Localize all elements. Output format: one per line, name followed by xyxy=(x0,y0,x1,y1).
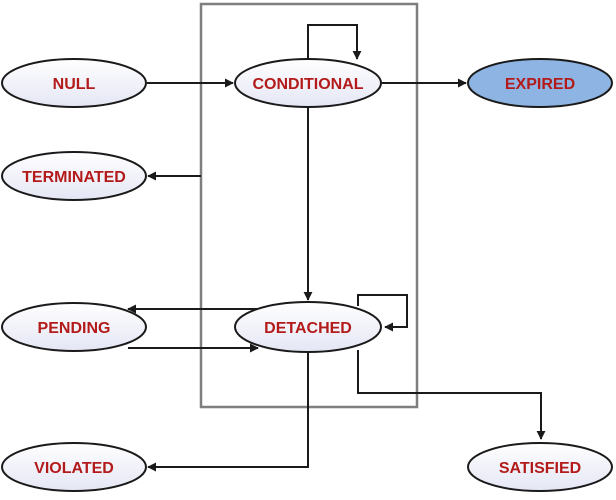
transitions xyxy=(127,24,546,472)
state-terminated: TERMINATED xyxy=(1,151,147,201)
state-pending-label: PENDING xyxy=(38,320,111,337)
arrow-detached-to-violated xyxy=(147,352,309,472)
state-violated: VIOLATED xyxy=(1,442,147,492)
arrow-detached-to-satisfied xyxy=(357,350,546,440)
state-detached: DETACHED xyxy=(234,301,382,353)
state-satisfied: SATISFIED xyxy=(467,442,613,492)
arrow-conditional-self-loop xyxy=(307,24,362,60)
state-conditional: CONDITIONAL xyxy=(234,58,382,108)
state-satisfied-label: SATISFIED xyxy=(499,460,581,477)
state-expired: EXPIRED xyxy=(467,58,613,108)
state-null: NULL xyxy=(1,58,147,108)
state-detached-label: DETACHED xyxy=(264,320,352,337)
arrow-detached-self-loop xyxy=(357,294,408,332)
state-null-label: NULL xyxy=(53,76,96,93)
state-pending: PENDING xyxy=(1,302,147,352)
state-violated-label: VIOLATED xyxy=(34,460,114,477)
state-terminated-label: TERMINATED xyxy=(22,169,126,186)
state-expired-label: EXPIRED xyxy=(505,76,575,93)
state-conditional-label: CONDITIONAL xyxy=(252,76,363,93)
